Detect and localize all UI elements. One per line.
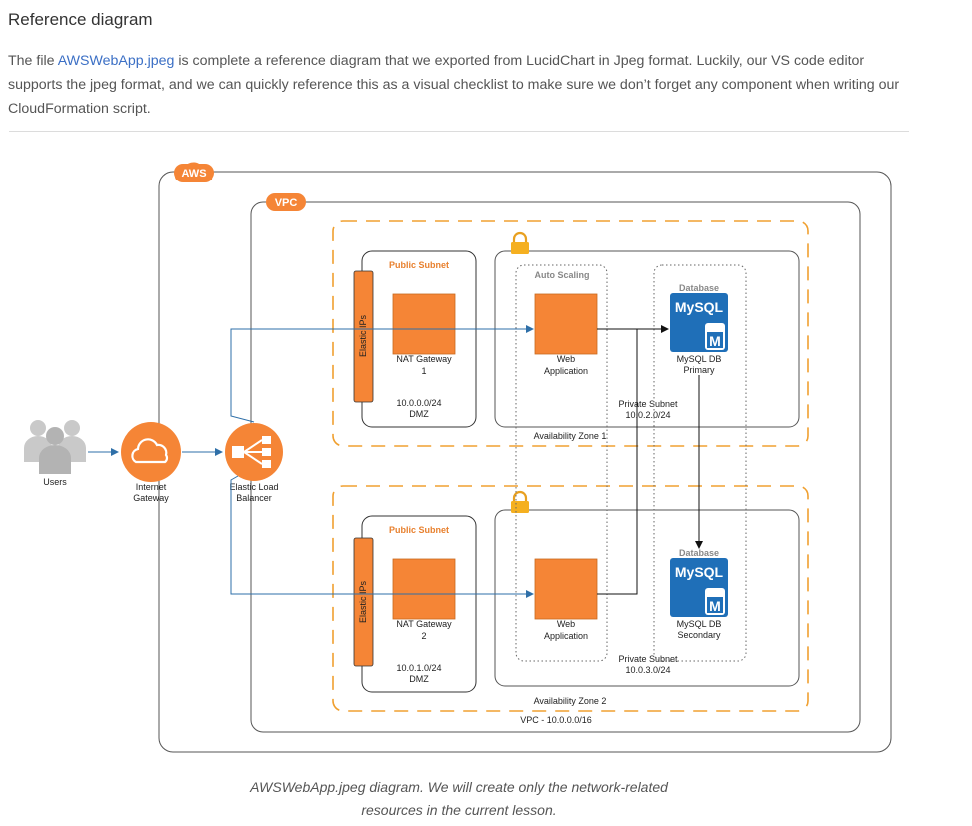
private-subnet-2 [494, 509, 800, 687]
users-icon [24, 420, 86, 474]
svg-text:Elastic IPs: Elastic IPs [358, 580, 368, 623]
elb-to-web1-arrow [230, 325, 534, 423]
database-group [653, 264, 747, 662]
public-subnet-2 [361, 515, 477, 693]
mysql-db-primary-icon: Database MySQL M [670, 283, 728, 352]
web-application-2-icon [534, 558, 598, 620]
vpc-badge: VPC [266, 193, 306, 211]
caption-line-2: resources in the current lesson. [361, 802, 557, 818]
elastic-ips-bar-2: Elastic IPs [353, 537, 374, 667]
nat-gateway-1-icon [392, 293, 456, 355]
web-application-1-icon [534, 293, 598, 355]
mysql-db-secondary-icon: Database MySQL M [670, 548, 728, 617]
lock-icon [511, 231, 529, 254]
intro-text-after: is complete a reference diagram that we … [8, 53, 900, 117]
aws-cloud-container [158, 171, 892, 753]
figure-caption: AWSWebApp.jpeg diagram. We will create o… [0, 776, 918, 822]
public-subnet-1-title: Public Subnet [389, 260, 449, 270]
svg-text:Database: Database [679, 548, 719, 558]
svg-text:Elastic IPs: Elastic IPs [358, 314, 368, 357]
lock-icon [511, 490, 529, 513]
public-subnet-1 [361, 250, 477, 428]
svg-text:M: M [709, 598, 721, 614]
elb-to-web2-arrow [230, 475, 534, 598]
aws-badge-label: AWS [181, 168, 206, 180]
caption-line-1: AWSWebApp.jpeg diagram. We will create o… [250, 779, 668, 795]
auto-scaling-group [515, 264, 608, 662]
elastic-ips-bar-1: Elastic IPs [353, 270, 374, 403]
nat-gateway-2-icon [392, 558, 456, 620]
auto-scaling-label: Auto Scaling [534, 270, 589, 280]
web2-to-db-arrow [597, 329, 638, 595]
private-subnet-1 [494, 250, 800, 428]
vpc-badge-label: VPC [275, 197, 298, 209]
section-heading: Reference diagram [8, 10, 153, 29]
divider [9, 131, 909, 132]
intro-text-before: The file [8, 53, 58, 69]
az2-label: Availability Zone 2 [534, 696, 607, 706]
svg-text:MySQL: MySQL [675, 299, 724, 315]
availability-zone-1 [332, 220, 809, 447]
vpc-cidr-label: VPC - 10.0.0.0/16 [520, 715, 592, 725]
public-subnet-2-title: Public Subnet [389, 525, 449, 535]
internet-gateway-icon [121, 422, 181, 482]
intro-paragraph: The file AWSWebApp.jpeg is complete a re… [8, 49, 908, 121]
vpc-container [250, 201, 861, 733]
az1-label: Availability Zone 1 [534, 431, 607, 441]
svg-text:Database: Database [679, 283, 719, 293]
aws-badge: AWS [174, 162, 214, 182]
availability-zone-2 [332, 485, 809, 712]
elastic-load-balancer-icon [225, 423, 283, 481]
svg-text:MySQL: MySQL [675, 564, 724, 580]
users-label: Users [43, 477, 67, 487]
svg-text:M: M [709, 333, 721, 349]
awswebapp-link[interactable]: AWSWebApp.jpeg [57, 53, 175, 69]
